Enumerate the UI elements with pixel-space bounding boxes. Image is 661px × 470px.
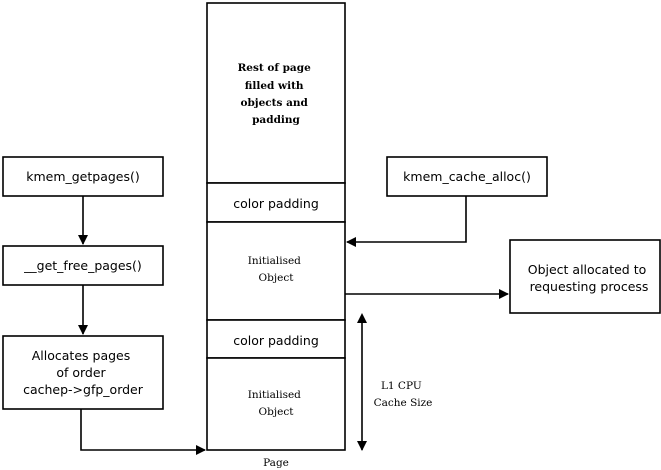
page-column: Rest of page filled with objects and pad… (206, 2, 346, 469)
kmem-getpages-label: kmem_getpages() (26, 169, 140, 184)
page-rest-text: Rest of page filled with objects and pad… (238, 62, 315, 126)
color-padding-top-label: color padding (233, 196, 319, 211)
page-caption: Page (263, 457, 289, 469)
initialised-object-top (206, 221, 346, 321)
kmem-cache-alloc-box (386, 156, 548, 197)
allocates-to-page-arrow (80, 409, 206, 455)
initialised-object-bottom-label: Initialised Object (248, 389, 305, 418)
page-rest-section (206, 2, 346, 184)
color-padding-bottom (206, 319, 346, 359)
initialised-object-top-label: Initialised Object (248, 255, 305, 284)
cache-alloc-to-object-arrow (346, 196, 467, 247)
color-padding-top (206, 182, 346, 223)
allocates-pages-label: Allocates pages of order cachep->gfp_ord… (23, 348, 144, 397)
allocates-pages-box (2, 335, 164, 410)
kmem-cache-alloc-label: kmem_cache_alloc() (403, 169, 531, 184)
cache-size-label: L1 CPU Cache Size (374, 380, 433, 409)
initialised-object-bottom (206, 357, 346, 451)
get-free-pages-label: __get_free_pages() (23, 258, 142, 273)
object-allocated-label: Object allocated to requesting process (528, 262, 651, 294)
object-allocated-box (509, 239, 661, 314)
color-padding-bottom-label: color padding (233, 333, 319, 348)
